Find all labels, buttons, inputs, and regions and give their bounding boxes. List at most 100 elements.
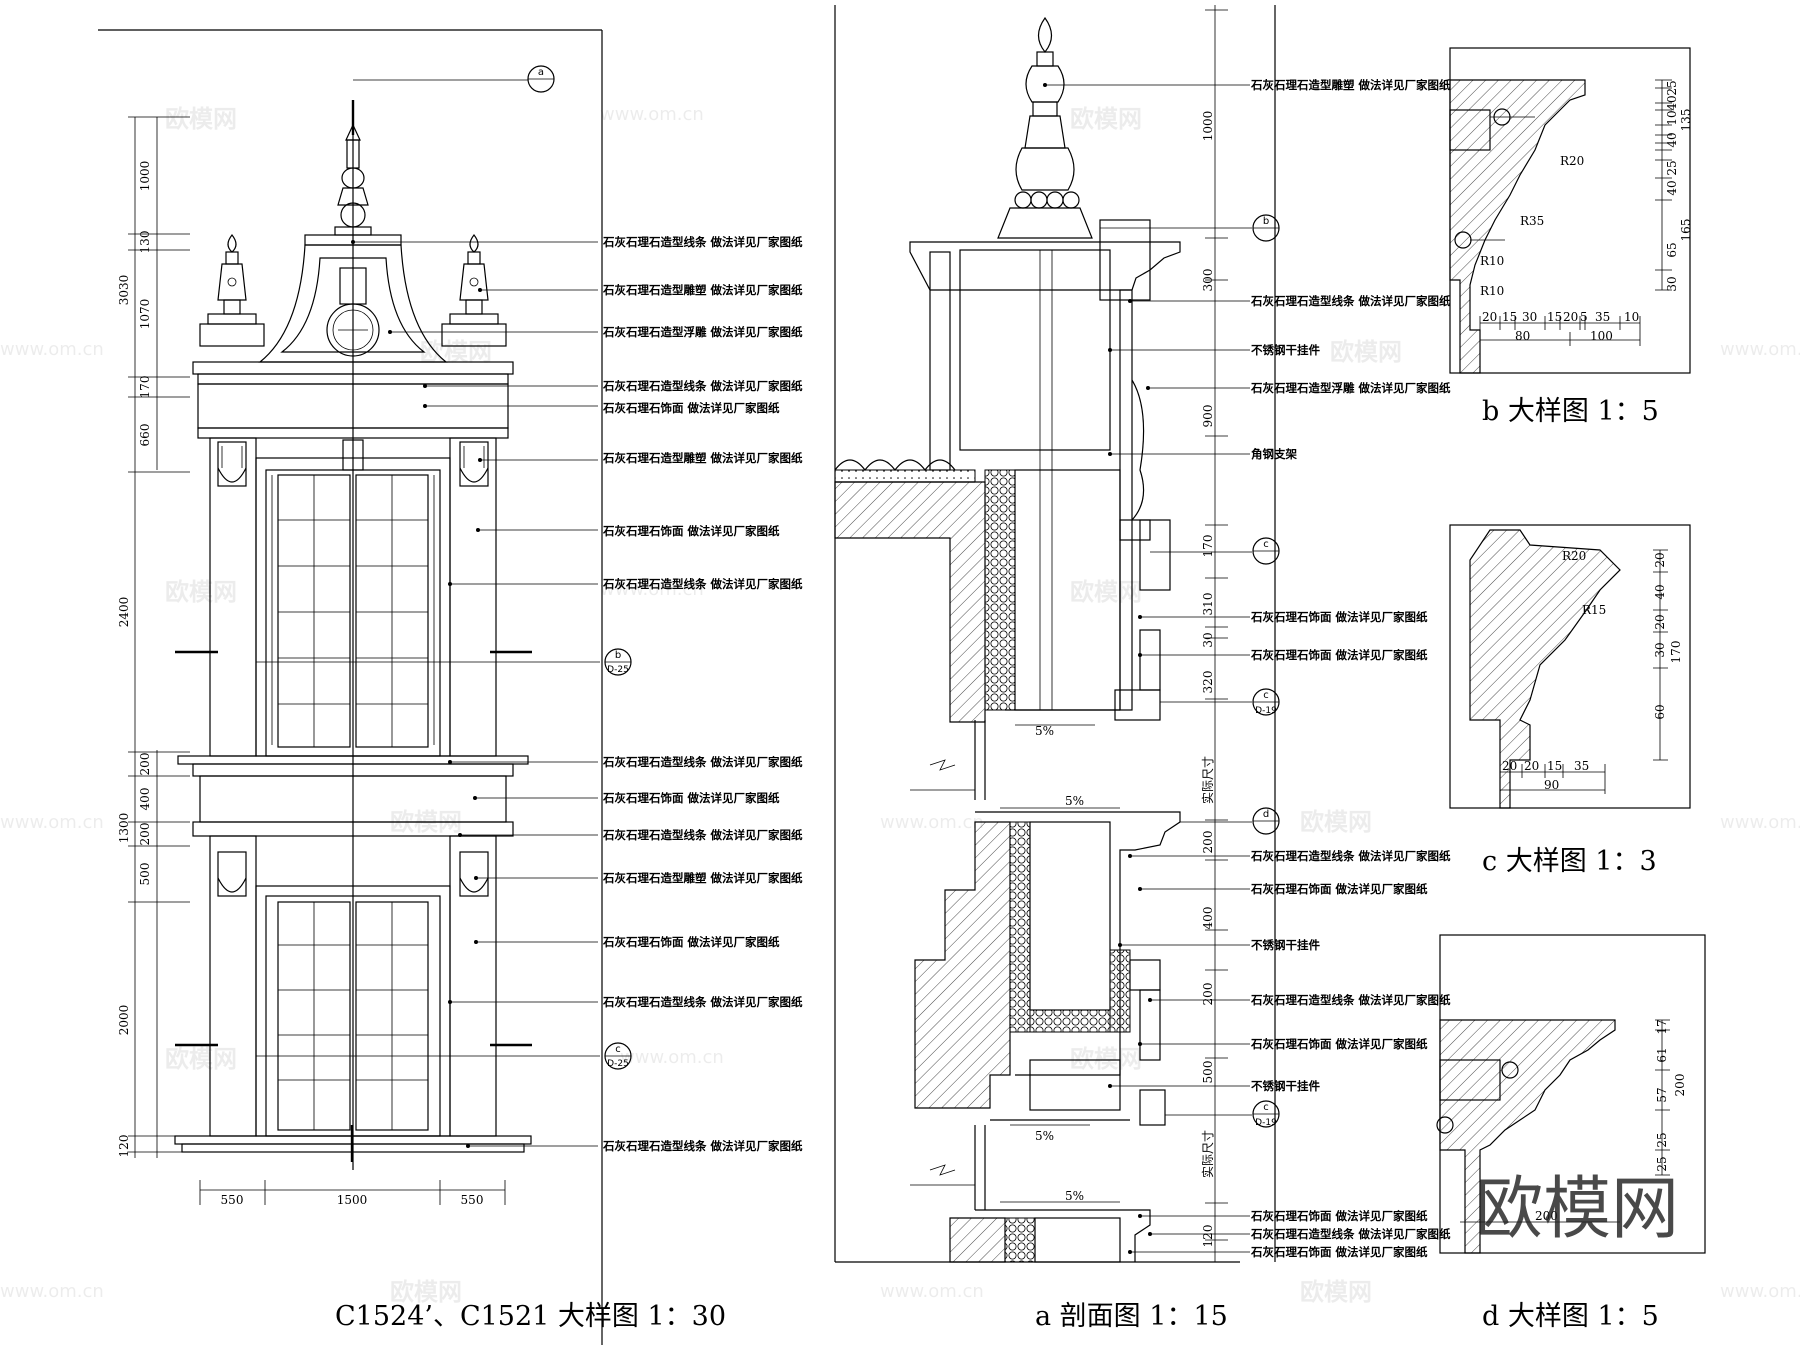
- dim-1070: 1070: [138, 299, 152, 330]
- watermark-brand: 欧模网: [1300, 1278, 1372, 1306]
- sec-note-9: 石灰石理石饰面 做法详见厂家图纸: [1250, 882, 1428, 896]
- slope-2: 5%: [1065, 794, 1084, 808]
- svg-text:25: 25: [1655, 1156, 1669, 1171]
- svg-text:20: 20: [1653, 614, 1667, 629]
- dim-550-left: 550: [221, 1193, 244, 1207]
- sec-note-3: 不锈钢干挂件: [1251, 343, 1320, 357]
- svg-text:20: 20: [1563, 310, 1578, 324]
- dim-2400: 2400: [117, 597, 131, 628]
- svg-text:b: b: [1263, 216, 1269, 227]
- svg-text:R20: R20: [1560, 154, 1584, 168]
- elevation-vertical-dims: 3030 1000 130 1070 170 660 2400 1300 200…: [117, 116, 190, 1158]
- roof-tiles: [834, 459, 976, 483]
- svg-text:c: c: [1263, 539, 1269, 550]
- svg-text:35: 35: [1595, 310, 1610, 324]
- section-bottom-sill: 5%: [949, 1189, 1151, 1263]
- elevation-notes: 石灰石理石造型线条 做法详见厂家图纸 石灰石理石造型雕塑 做法详见厂家图纸 石灰…: [602, 235, 803, 1153]
- sec-dim-1000: 1000: [1201, 111, 1215, 142]
- lower-right-pilaster: [449, 835, 497, 1137]
- sec-note-5: 角钢支架: [1251, 447, 1297, 461]
- watermark-url: www.om.cn: [0, 339, 104, 360]
- lower-left-pilaster: [209, 835, 257, 1137]
- dim-2000: 2000: [117, 1005, 131, 1036]
- watermark-brand: 欧模网: [390, 1278, 462, 1306]
- svg-text:10: 10: [1665, 110, 1679, 125]
- svg-text:61: 61: [1655, 1047, 1669, 1062]
- elev-note-1: 石灰石理石造型线条 做法详见厂家图纸: [602, 235, 803, 249]
- svg-text:15: 15: [1547, 310, 1562, 324]
- section-notes: 石灰石理石造型雕塑 做法详见厂家图纸 石灰石理石造型线条 做法详见厂家图纸 不锈…: [1250, 78, 1451, 1259]
- sec-dim-400: 400: [1201, 907, 1215, 930]
- watermark-brand: 欧模网: [165, 105, 237, 133]
- elev-note-8: 石灰石理石造型线条 做法详见厂家图纸: [602, 577, 803, 591]
- svg-text:20: 20: [1653, 552, 1667, 567]
- svg-text:25: 25: [1665, 80, 1679, 95]
- elev-note-12: 石灰石理石造型雕塑 做法详见厂家图纸: [602, 871, 803, 885]
- svg-text:57: 57: [1655, 1087, 1669, 1102]
- dim-1300: 1300: [117, 813, 131, 844]
- watermark-brand: 欧模网: [165, 1045, 237, 1073]
- elevation-drawing: 3030 1000 130 1070 170 660 2400 1300 200…: [98, 29, 803, 1345]
- svg-text:30: 30: [1665, 276, 1679, 291]
- svg-text:c: c: [615, 1044, 621, 1055]
- svg-text:80: 80: [1515, 329, 1530, 343]
- svg-text:25: 25: [1665, 160, 1679, 175]
- watermark-brand: 欧模网: [1330, 338, 1402, 366]
- svg-text:R10: R10: [1480, 254, 1504, 268]
- watermark-brand: 欧模网: [420, 338, 492, 366]
- section-middle-cornice: 5%: [914, 794, 1181, 1126]
- svg-text:D-19: D-19: [1255, 706, 1277, 716]
- elev-note-10: 石灰石理石饰面 做法详见厂家图纸: [602, 791, 780, 805]
- svg-text:60: 60: [1653, 704, 1667, 719]
- sec-dim-900: 900: [1201, 405, 1215, 428]
- sec-note-15: 石灰石理石造型线条 做法详见厂家图纸: [1250, 1227, 1451, 1241]
- sec-note-16: 石灰石理石饰面 做法详见厂家图纸: [1250, 1245, 1428, 1259]
- svg-text:c: c: [1263, 1102, 1269, 1113]
- svg-text:25: 25: [1655, 1132, 1669, 1147]
- watermark-brand: 欧模网: [1070, 1045, 1142, 1073]
- watermark-url: www.om.cn: [880, 812, 984, 833]
- dim-200b: 200: [138, 823, 152, 846]
- dim-170: 170: [138, 376, 152, 399]
- watermark-brand: 欧模网: [1070, 105, 1142, 133]
- elev-note-9: 石灰石理石造型线条 做法详见厂家图纸: [602, 755, 803, 769]
- detail-b-drawing: 25 40 135 10 40 25 40 165 65 30 R20 R35 …: [1449, 47, 1693, 427]
- svg-text:D-19: D-19: [1255, 1118, 1277, 1128]
- sec-dim-120: 120: [1201, 1225, 1215, 1248]
- svg-text:R20: R20: [1562, 549, 1586, 563]
- svg-text:15: 15: [1502, 310, 1517, 324]
- svg-text:90: 90: [1544, 778, 1559, 792]
- svg-text:35: 35: [1574, 759, 1589, 773]
- elev-note-7: 石灰石理石饰面 做法详见厂家图纸: [602, 524, 780, 538]
- sec-note-8: 石灰石理石造型线条 做法详见厂家图纸: [1250, 849, 1451, 863]
- watermark-url: www.om.cn: [0, 1281, 104, 1302]
- svg-text:D-25: D-25: [607, 665, 629, 675]
- concrete-slab-upper: [834, 481, 986, 723]
- svg-text:R10: R10: [1480, 284, 1504, 298]
- svg-text:R15: R15: [1582, 603, 1606, 617]
- svg-text:40: 40: [1665, 180, 1679, 195]
- section-vertical-dims: 1000 300 900 170 310 30 320 实际尺寸 200 400…: [1200, 5, 1228, 1262]
- lower-left-bracket: [217, 851, 247, 897]
- svg-text:20: 20: [1482, 310, 1497, 324]
- watermark-layer: 欧模网 欧模网 欧模网 欧模网 欧模网 欧模网 欧模网 欧模网 欧模网 欧模网 …: [0, 104, 1800, 1306]
- sec-note-14: 石灰石理石饰面 做法详见厂家图纸: [1250, 1209, 1428, 1223]
- svg-text:c: c: [1263, 690, 1269, 701]
- svg-text:40: 40: [1665, 132, 1679, 147]
- elev-note-11: 石灰石理石造型线条 做法详见厂家图纸: [602, 828, 803, 842]
- elev-note-6: 石灰石理石造型雕塑 做法详见厂家图纸: [602, 451, 803, 465]
- svg-text:200: 200: [1673, 1074, 1687, 1097]
- sec-dim-500: 500: [1201, 1061, 1215, 1084]
- svg-text:d: d: [1263, 809, 1269, 820]
- section-leaders: [1045, 84, 1250, 1253]
- watermark-url: www.om.cn: [1720, 339, 1800, 360]
- watermark-url: www.om.cn: [600, 579, 704, 600]
- watermark-url: www.om.cn: [600, 104, 704, 125]
- section-finial: [997, 16, 1093, 239]
- svg-text:170: 170: [1669, 641, 1683, 664]
- watermark-url: www.om.cn: [1720, 812, 1800, 833]
- slope-1: 5%: [1035, 724, 1054, 738]
- svg-text:40: 40: [1653, 584, 1667, 599]
- sec-note-11: 石灰石理石造型线条 做法详见厂家图纸: [1250, 993, 1451, 1007]
- sec-dim-170: 170: [1201, 535, 1215, 558]
